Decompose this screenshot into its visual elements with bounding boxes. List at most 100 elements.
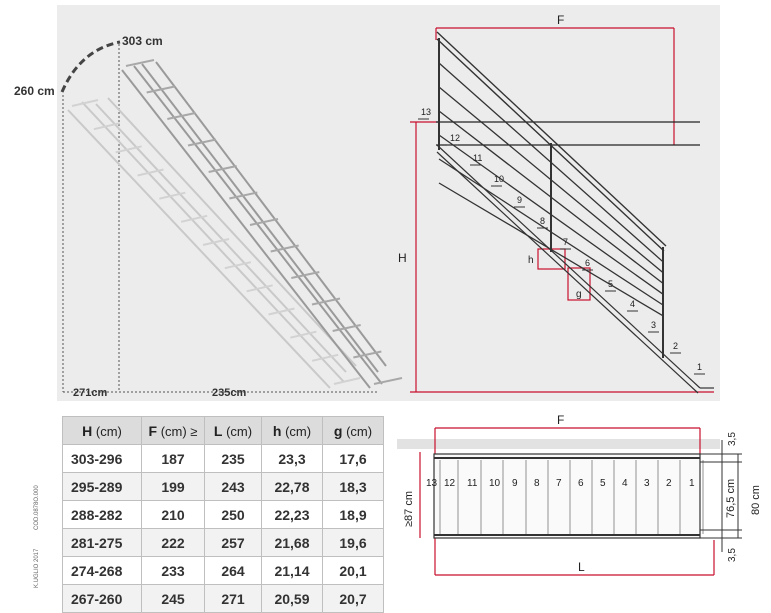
spec-cell: 235 [204, 444, 262, 473]
stringer [436, 144, 714, 394]
spec-cell: 250 [204, 500, 262, 529]
step-number: 2 [673, 341, 678, 351]
ghost-tread [180, 214, 208, 223]
dim-top-label: 3,5 [727, 432, 738, 446]
ghost-tread [115, 145, 142, 154]
ghost-stair [67, 97, 357, 389]
f-label: F [557, 13, 564, 27]
bottom-short-label: 271cm [73, 387, 107, 399]
rail-bar [438, 86, 664, 274]
spec-header-cell: h (cm) [261, 416, 323, 445]
h-label: H [398, 251, 407, 265]
main-tread [311, 297, 341, 306]
ghost-tread [268, 307, 295, 316]
spec-table: H (cm)F (cm) ≥L (cm)h (cm)g (cm) 303-296… [62, 416, 384, 613]
plan-step-number: 9 [512, 478, 518, 489]
spec-cell: 187 [141, 444, 205, 473]
dim-outer-label: 80 cm [750, 485, 762, 515]
dim-bottom-label: 3,5 [727, 548, 738, 562]
spec-cell: 288-282 [62, 500, 142, 529]
spec-cell: 245 [141, 584, 205, 613]
plan-l-label: L [578, 560, 585, 574]
main-tread [187, 138, 217, 147]
small-h-label: h [528, 255, 534, 266]
main-tread [146, 85, 175, 94]
spec-cell: 20,59 [261, 584, 323, 613]
main-tread [249, 218, 279, 226]
spec-header-cell: L (cm) [204, 416, 262, 445]
step-number: 10 [494, 174, 504, 184]
main-tread [291, 271, 320, 279]
spec-cell: 210 [141, 500, 205, 529]
spec-cell: 274-268 [62, 556, 142, 585]
rail-bar [438, 182, 664, 317]
spec-cell: 303-296 [62, 444, 142, 473]
ghost-tread [202, 238, 230, 246]
rail-bar [438, 110, 664, 284]
rotation-arc [60, 40, 121, 93]
step-number: 8 [540, 216, 545, 226]
min-width-label: ≥87 cm [403, 491, 415, 527]
step-number: 9 [517, 195, 522, 205]
spec-header-cell: H (cm) [62, 416, 142, 445]
spec-cell: 21,14 [261, 556, 323, 585]
spec-cell: 18,3 [322, 472, 384, 501]
main-tread [229, 191, 258, 200]
step-number: 12 [450, 133, 460, 143]
plan-strip [397, 439, 720, 449]
step-number: 6 [585, 258, 590, 268]
plan-step-number: 13 [426, 478, 438, 489]
side-height-label: 260 cm [14, 84, 55, 98]
main-tread [332, 324, 361, 332]
spec-cell: 21,68 [261, 528, 323, 557]
spec-cell: 257 [204, 528, 262, 557]
plan-f-label: F [557, 413, 564, 427]
ghost-tread [93, 122, 121, 131]
plan-step-number: 3 [644, 478, 650, 489]
plan-outline [433, 453, 701, 539]
plan-step-number: 12 [444, 478, 456, 489]
ghost-tread [224, 261, 252, 270]
dimension-lines [410, 27, 714, 393]
step-number: 1 [697, 362, 702, 372]
ghost-tread [137, 168, 164, 177]
rail-bar [438, 62, 664, 263]
side-code: K.UGLIO 2017 [34, 548, 40, 588]
main-tread [353, 350, 382, 359]
dim-inner-label: 76,5 cm [725, 479, 737, 518]
spec-cell: 264 [204, 556, 262, 585]
plan-step-number: 10 [489, 478, 501, 489]
ghost-tread [71, 99, 99, 107]
spec-cell: 199 [141, 472, 205, 501]
main-tread [167, 112, 196, 120]
top-length-label: 303 cm [122, 34, 163, 48]
plan-step-number: 1 [689, 478, 695, 489]
step-number: 13 [421, 107, 431, 117]
spec-cell: 281-275 [62, 528, 142, 557]
main-tread [208, 165, 237, 173]
main-tread [270, 244, 299, 253]
spec-cell: 22,23 [261, 500, 323, 529]
main-tread [125, 59, 155, 67]
ghost-tread [311, 353, 339, 362]
step-number: 3 [651, 320, 656, 330]
spec-cell: 295-289 [62, 472, 142, 501]
small-g-label: g [576, 289, 582, 300]
spec-header-row: H (cm)F (cm) ≥L (cm)h (cm)g (cm) [62, 416, 384, 445]
spec-cell: 233 [141, 556, 205, 585]
plan-step-number: 11 [467, 478, 478, 489]
plan-black-dims [690, 440, 742, 552]
spec-header-cell: g (cm) [322, 416, 384, 445]
ghost-tread [333, 377, 361, 385]
plan-step-number: 2 [666, 478, 672, 489]
left-diagram-panel [57, 5, 397, 401]
handrail-bars [436, 31, 667, 252]
drawing-canvas: 303 cm 260 cm 271cm 235cm [14, 13, 762, 576]
